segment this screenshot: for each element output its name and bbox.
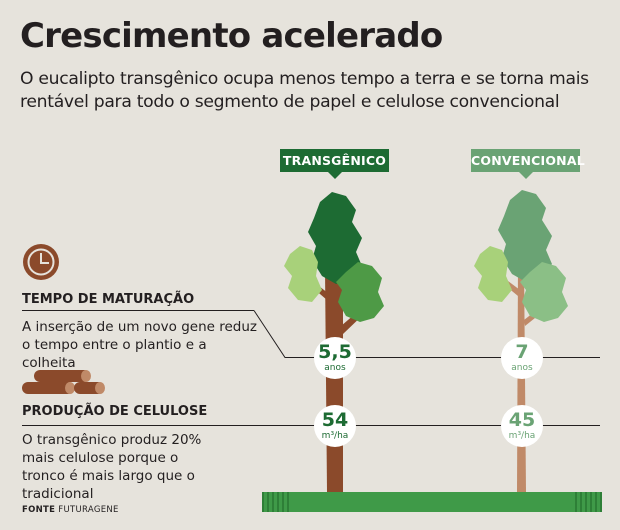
conventional-leaf-left xyxy=(474,246,512,302)
cellulose-conventional-value: 45 xyxy=(508,409,536,431)
page-title: Crescimento acelerado xyxy=(20,16,443,56)
page-subtitle: O eucalipto transgênico ocupa menos temp… xyxy=(20,69,589,112)
cellulose-title: PRODUÇÃO DE CELULOSE xyxy=(22,404,208,419)
transgenic-crown xyxy=(308,192,362,284)
clock-icon xyxy=(23,244,59,280)
maturation-connector xyxy=(253,310,600,358)
transgenic-leaf-right xyxy=(336,262,384,322)
maturation-transgenic-value: 5,5 xyxy=(318,341,352,363)
maturation-text: A inserção de um novo gene reduz o tempo… xyxy=(22,319,257,371)
maturation-transgenic-unit: anos xyxy=(324,363,346,373)
maturation-rule xyxy=(22,310,254,311)
cellulose-text: O transgênico produz 20% mais celulose p… xyxy=(22,432,202,502)
transgenic-leaf-left xyxy=(284,246,322,302)
cellulose-transgenic-value: 54 xyxy=(321,409,349,431)
cellulose-transgenic-unit: m³/ha xyxy=(321,431,349,441)
cellulose-conventional-bubble: 45 m³/ha xyxy=(501,405,543,447)
source-name: FUTURAGENE xyxy=(58,505,119,515)
maturation-conventional-unit: anos xyxy=(511,363,533,373)
conventional-leaf-right xyxy=(520,262,568,322)
source-label: FONTE xyxy=(22,505,56,515)
maturation-conventional-value: 7 xyxy=(515,341,529,363)
maturation-conventional-bubble: 7 anos xyxy=(501,337,543,379)
cellulose-conventional-unit: m³/ha xyxy=(508,431,536,441)
ground-strip xyxy=(262,492,602,512)
conventional-tree xyxy=(474,190,568,492)
logs-icon xyxy=(22,370,105,394)
conventional-crown xyxy=(498,190,552,282)
maturation-transgenic-bubble: 5,5 anos xyxy=(314,337,356,379)
transgenic-label: TRANSGÊNICO xyxy=(280,149,389,179)
conventional-label: CONVENCIONAL xyxy=(471,149,585,179)
cellulose-transgenic-bubble: 54 m³/ha xyxy=(314,405,356,447)
maturation-title: TEMPO DE MATURAÇÃO xyxy=(22,292,195,307)
